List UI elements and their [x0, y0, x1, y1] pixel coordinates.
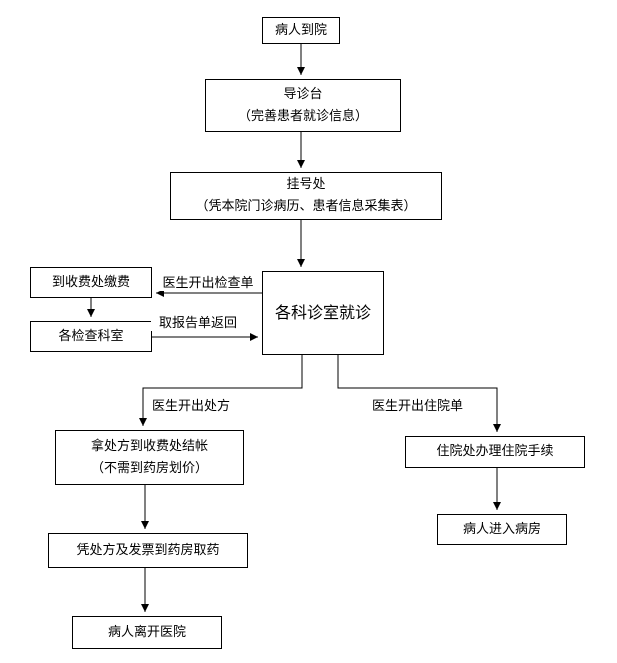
edge-clinic-to-settle — [139, 355, 303, 426]
node-patient-enters-ward-label: 病人进入病房 — [462, 521, 541, 537]
node-department-clinics: 各科诊室就诊 — [262, 271, 384, 355]
edge-label-exam-order: 医生开出检查单 — [156, 276, 260, 291]
node-settle-prescription-subtitle: （不需到药房划价） — [90, 460, 208, 476]
node-settle-prescription-title: 拿处方到收费处结帐 — [90, 438, 208, 454]
node-admission-procedures-label: 住院处办理住院手续 — [436, 444, 554, 459]
node-registration-office-subtitle: （凭本院门诊病历、患者信息采集表） — [195, 199, 417, 214]
node-registration-office: 挂号处 （凭本院门诊病历、患者信息采集表） — [170, 172, 442, 220]
node-department-clinics-label: 各科诊室就诊 — [274, 303, 371, 322]
node-patient-arrives: 病人到院 — [262, 17, 340, 44]
node-exam-departments-label: 各检查科室 — [58, 328, 124, 344]
node-patient-enters-ward: 病人进入病房 — [437, 514, 567, 545]
node-settle-prescription: 拿处方到收费处结帐 （不需到药房划价） — [55, 430, 244, 485]
edge-label-admission-order: 医生开出住院单 — [372, 399, 464, 414]
node-pay-at-fee-office-label: 到收费处缴费 — [51, 274, 130, 290]
node-pharmacy-pickup-label: 凭处方及发票到药房取药 — [76, 542, 220, 558]
node-patient-leaves-label: 病人离开医院 — [107, 624, 186, 640]
node-guidance-desk: 导诊台 （完善患者就诊信息） — [205, 79, 401, 132]
node-patient-leaves: 病人离开医院 — [72, 616, 222, 649]
edge-label-report-return: 取报告单返回 — [151, 316, 245, 331]
node-admission-procedures: 住院处办理住院手续 — [405, 436, 585, 468]
node-exam-departments: 各检查科室 — [30, 321, 152, 352]
node-guidance-desk-subtitle: （完善患者就诊信息） — [237, 108, 368, 124]
node-pharmacy-pickup: 凭处方及发票到药房取药 — [48, 533, 248, 568]
edge-clinic-to-admission — [337, 355, 501, 432]
edge-label-prescription: 医生开出处方 — [152, 399, 231, 414]
node-pay-at-fee-office: 到收费处缴费 — [30, 267, 152, 298]
node-registration-office-title: 挂号处 — [286, 177, 326, 192]
node-guidance-desk-title: 导诊台 — [283, 86, 323, 102]
node-patient-arrives-label: 病人到院 — [274, 22, 327, 38]
